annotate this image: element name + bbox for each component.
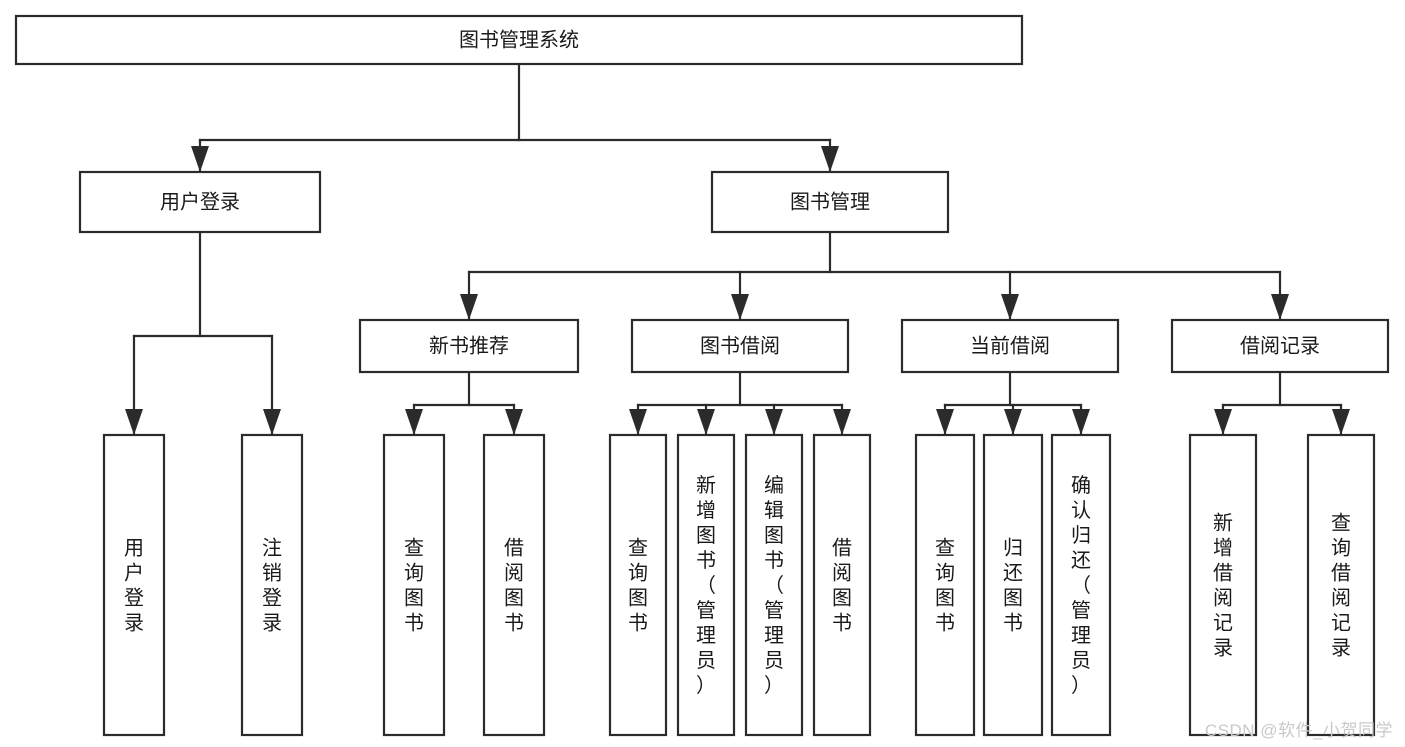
node-box <box>102 433 166 737</box>
node-root[interactable]: 图书管理系统 <box>14 14 1024 66</box>
node-label: 用户登录 <box>124 538 144 635</box>
arrow-head-icon <box>821 146 839 172</box>
arrow-head-icon <box>1271 294 1289 320</box>
arrow-head-icon <box>1072 409 1090 435</box>
arrow-head-icon <box>1001 294 1019 320</box>
node-box <box>382 433 446 737</box>
node-label: 查询借阅记录 <box>1331 512 1351 660</box>
node-book-borrow[interactable]: 图书借阅 <box>630 318 850 374</box>
arrow-head-icon <box>1214 409 1232 435</box>
arrow-head-icon <box>125 409 143 435</box>
node-label: 查询图书 <box>628 537 648 635</box>
node-leaf-query-book-current[interactable]: 查询图书 <box>914 433 976 737</box>
node-label: 借阅图书 <box>832 537 852 635</box>
node-label: 借阅记录 <box>1240 334 1320 357</box>
node-box <box>812 433 872 737</box>
arrow-head-icon <box>1004 409 1022 435</box>
node-box <box>1306 433 1376 737</box>
node-layer: 图书管理系统用户登录图书管理新书推荐图书借阅当前借阅借阅记录用户登录注销登录查询… <box>14 14 1390 737</box>
node-box <box>676 433 736 737</box>
node-leaf-query-book-borrow[interactable]: 查询图书 <box>608 433 668 737</box>
node-book-manage[interactable]: 图书管理 <box>710 170 950 234</box>
arrow-head-icon <box>263 409 281 435</box>
node-label: 注销登录 <box>262 537 282 635</box>
arrow-head-icon <box>191 146 209 172</box>
arrow-head-icon <box>833 409 851 435</box>
node-label: 图书管理系统 <box>459 28 579 51</box>
node-box <box>744 433 804 737</box>
node-label: 新增借阅记录 <box>1213 512 1233 660</box>
node-leaf-borrow-book-recommend[interactable]: 借阅图书 <box>482 433 546 737</box>
node-box <box>608 433 668 737</box>
node-leaf-query-book-recommend[interactable]: 查询图书 <box>382 433 446 737</box>
arrow-head-icon <box>936 409 954 435</box>
node-box <box>982 433 1044 737</box>
node-box <box>914 433 976 737</box>
node-box <box>900 318 1120 374</box>
node-label: 新书推荐 <box>429 334 509 357</box>
node-box <box>240 433 304 737</box>
connector-layer <box>125 62 1350 437</box>
node-box <box>482 433 546 737</box>
node-leaf-add-book[interactable]: 新增图书（管理员） <box>676 433 736 737</box>
arrow-head-icon <box>765 409 783 435</box>
node-label: 借阅图书 <box>504 537 524 635</box>
node-box <box>14 14 1024 66</box>
node-label: 查询图书 <box>404 537 424 635</box>
arrow-head-icon <box>1332 409 1350 435</box>
node-label: 编辑图书（管理员） <box>764 474 784 697</box>
watermark-text: CSDN @软件_小贺同学 <box>1204 721 1393 740</box>
node-leaf-add-borrow-record[interactable]: 新增借阅记录 <box>1188 433 1258 737</box>
node-box <box>710 170 950 234</box>
node-box <box>78 170 322 234</box>
arrow-head-icon <box>405 409 423 435</box>
node-leaf-borrow-book[interactable]: 借阅图书 <box>812 433 872 737</box>
arrow-head-icon <box>629 409 647 435</box>
arrow-head-icon <box>731 294 749 320</box>
node-leaf-query-borrow-record[interactable]: 查询借阅记录 <box>1306 433 1376 737</box>
node-label: 图书借阅 <box>700 334 780 357</box>
node-leaf-return-book[interactable]: 归还图书 <box>982 433 1044 737</box>
arrow-head-icon <box>505 409 523 435</box>
node-new-book-recommend[interactable]: 新书推荐 <box>358 318 580 374</box>
node-leaf-confirm-return[interactable]: 确认归还（管理员） <box>1050 433 1112 737</box>
arrow-head-icon <box>697 409 715 435</box>
node-label: 当前借阅 <box>970 334 1050 357</box>
node-label: 查询图书 <box>935 537 955 635</box>
node-box <box>1050 433 1112 737</box>
node-label: 确认归还（管理员） <box>1071 474 1091 697</box>
node-label: 新增图书（管理员） <box>696 474 716 697</box>
node-borrow-record[interactable]: 借阅记录 <box>1170 318 1390 374</box>
node-label: 图书管理 <box>790 190 870 213</box>
node-box <box>1188 433 1258 737</box>
node-label: 归还图书 <box>1003 537 1023 635</box>
node-leaf-user-login[interactable]: 用户登录 <box>102 433 166 737</box>
arrow-head-icon <box>460 294 478 320</box>
node-box <box>358 318 580 374</box>
node-label: 用户登录 <box>160 190 240 213</box>
node-box <box>630 318 850 374</box>
node-current-borrow[interactable]: 当前借阅 <box>900 318 1120 374</box>
node-leaf-edit-book[interactable]: 编辑图书（管理员） <box>744 433 804 737</box>
node-box <box>1170 318 1390 374</box>
node-leaf-user-logout[interactable]: 注销登录 <box>240 433 304 737</box>
node-user-login[interactable]: 用户登录 <box>78 170 322 234</box>
